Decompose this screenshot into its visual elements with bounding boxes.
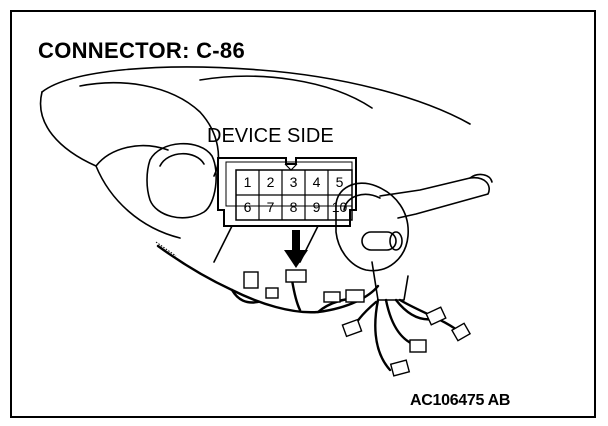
connector-key <box>284 163 298 171</box>
column-end <box>389 231 403 251</box>
connector-pin-1: 1 <box>243 174 252 190</box>
connector-plug-2 <box>265 287 279 299</box>
lower-housing <box>371 261 409 301</box>
leader-left <box>213 225 233 263</box>
connector-plug-5 <box>341 318 363 338</box>
connector-plug-7 <box>450 322 472 342</box>
connector-pin-9: 9 <box>312 199 321 215</box>
dash-outline-4 <box>199 75 373 109</box>
figure-code: AC106475 AB <box>410 392 511 409</box>
harness-lower-1 <box>374 298 392 372</box>
pinout-box <box>217 157 357 227</box>
connector-c86 <box>285 269 307 283</box>
column-cylinder <box>361 231 397 251</box>
connector-plug-9 <box>389 359 411 377</box>
connector-plug-6 <box>425 306 447 326</box>
connector-pin-6: 6 <box>243 199 252 215</box>
connector-plug-3 <box>323 291 341 303</box>
connector-plug-1 <box>243 271 259 289</box>
connector-pin-7: 7 <box>266 199 275 215</box>
gauge-bezel-inner <box>159 152 205 167</box>
connector-plug-4 <box>345 289 365 303</box>
dash-outline-1 <box>41 66 471 125</box>
pointer-arrow <box>284 230 308 268</box>
connector-pin-10: 10 <box>331 199 348 215</box>
connector-pin-4: 4 <box>312 174 321 190</box>
dash-outline-2 <box>39 91 181 239</box>
harness-branch-1 <box>230 288 260 304</box>
connector-pin-2: 2 <box>266 174 275 190</box>
harness-branch-2 <box>290 278 302 312</box>
connector-pin-8: 8 <box>289 199 298 215</box>
lever-tip <box>469 173 493 183</box>
clock-spring <box>335 182 409 272</box>
connector-plug-8 <box>409 339 427 353</box>
gauge-bezel <box>146 142 217 219</box>
device-side-label: DEVICE SIDE <box>207 125 334 147</box>
lever-stalk <box>379 176 490 219</box>
harness-taped-section <box>155 241 177 257</box>
dash-outline-3 <box>79 81 220 177</box>
diagram-frame <box>10 10 596 418</box>
connector-pin-5: 5 <box>335 174 344 190</box>
dash-outline-5 <box>95 144 169 167</box>
connector-pin-3: 3 <box>289 174 298 190</box>
connector-title: CONNECTOR: C-86 <box>38 38 246 63</box>
